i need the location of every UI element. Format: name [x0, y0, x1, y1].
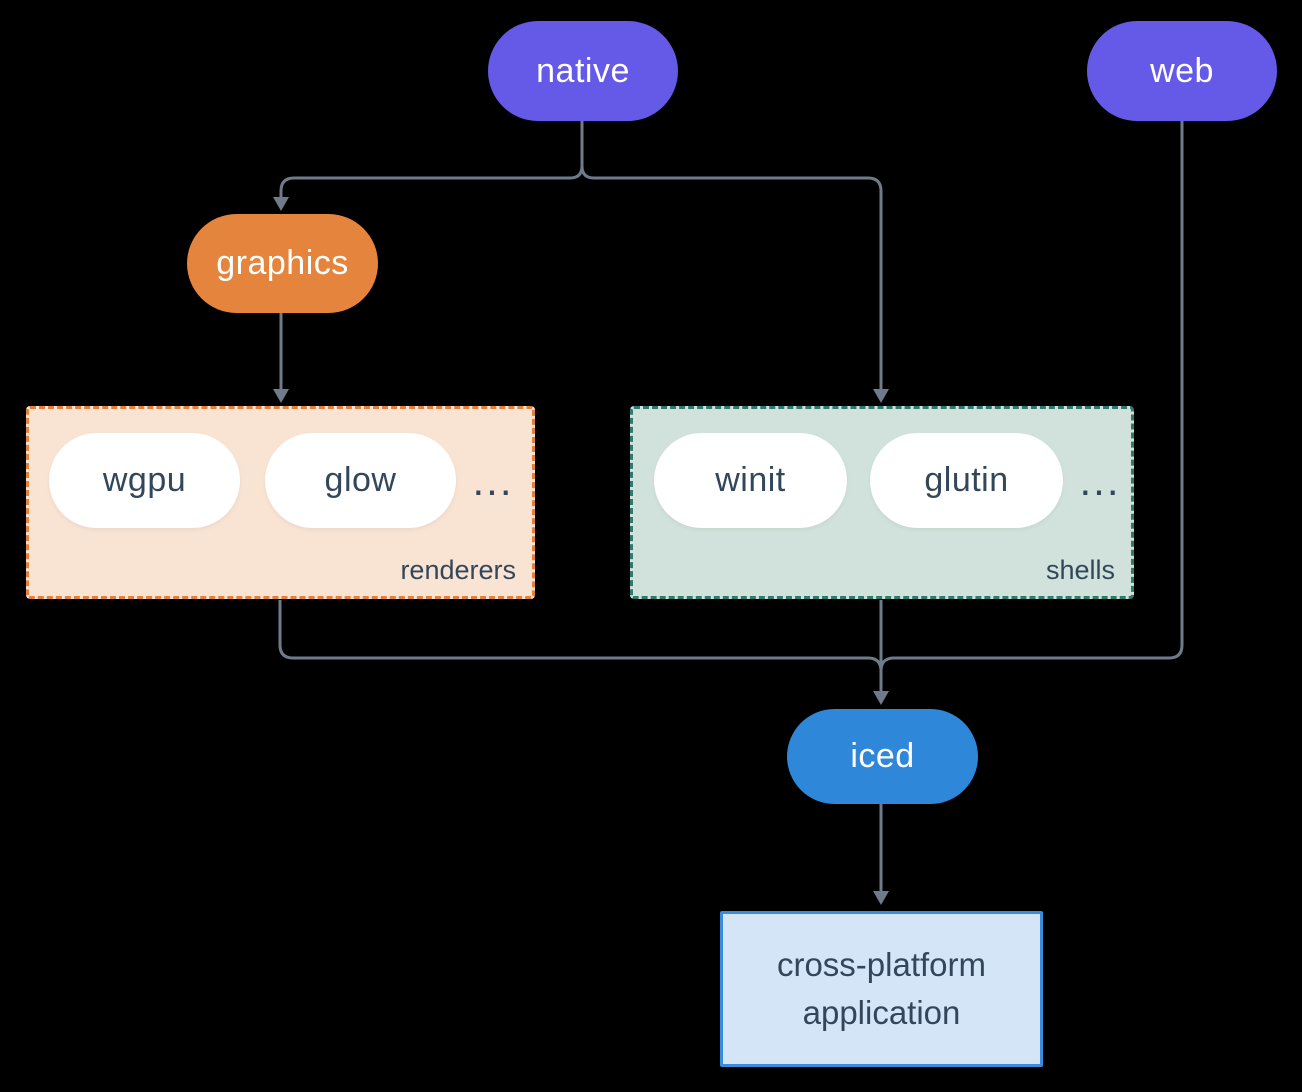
- arrowhead-into-renderers: [273, 389, 289, 403]
- arrowhead-into-shells: [873, 389, 889, 403]
- group-shells: winit glutin ... shells: [630, 406, 1134, 599]
- application-label-line2: application: [802, 994, 961, 1031]
- renderers-ellipsis: ...: [472, 457, 514, 504]
- node-iced: iced: [787, 709, 978, 804]
- renderers-group-label: renderers: [400, 555, 516, 585]
- edge-native-to-graphics: [279, 121, 584, 198]
- group-renderers: wgpu glow ... renderers: [26, 406, 535, 599]
- node-native: native: [488, 21, 678, 121]
- node-glow: glow: [265, 433, 456, 528]
- arrowhead-into-application: [873, 891, 889, 905]
- shells-ellipsis: ...: [1079, 457, 1121, 504]
- node-glutin: glutin: [870, 433, 1063, 528]
- arrowhead-into-iced: [873, 691, 889, 705]
- node-cross-platform-application: cross-platform application: [720, 911, 1043, 1067]
- arrowhead-into-graphics: [273, 197, 289, 211]
- node-winit: winit: [654, 433, 847, 528]
- node-web: web: [1087, 21, 1277, 121]
- edge-native-to-shells: [580, 165, 883, 390]
- application-label-line1: cross-platform: [776, 946, 987, 983]
- shells-group-label: shells: [1045, 555, 1115, 585]
- edge-renderers-to-iced: [278, 600, 883, 672]
- node-wgpu: wgpu: [49, 433, 240, 528]
- node-graphics: graphics: [187, 214, 378, 313]
